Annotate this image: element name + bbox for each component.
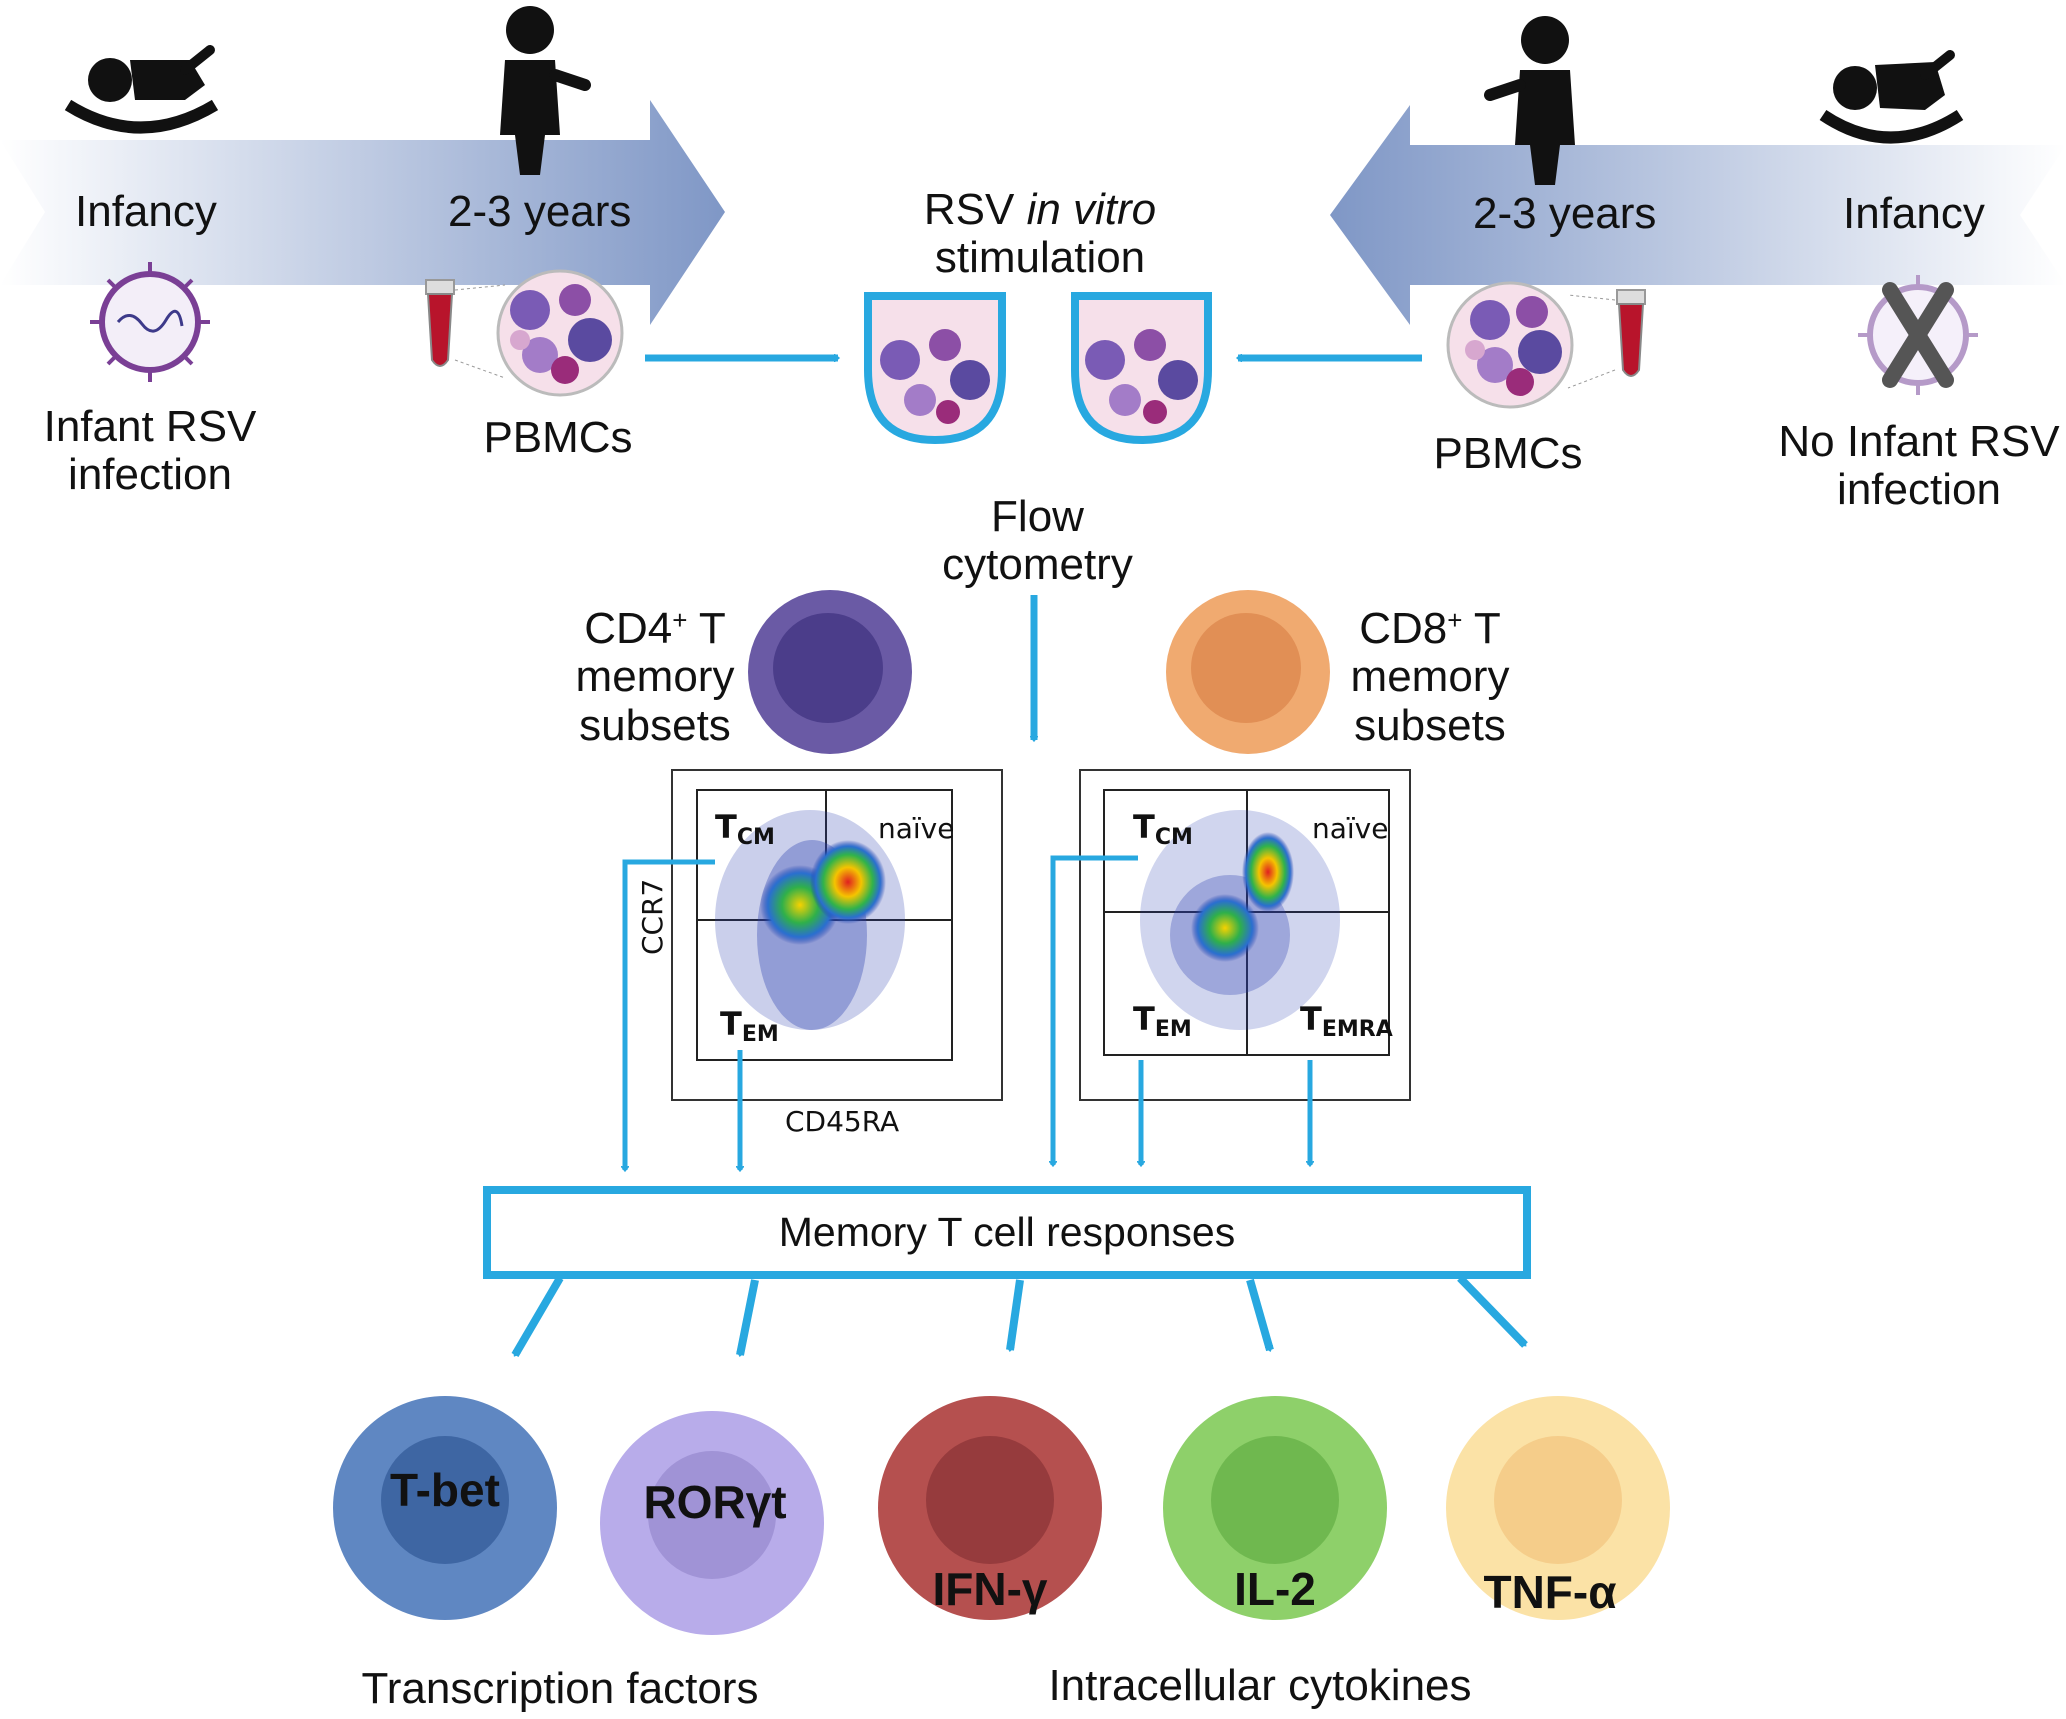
cd4-label: CD4+ T memory subsets — [575, 604, 735, 750]
outcome-cell-ifng — [878, 1396, 1102, 1620]
outcome-cell-il2 — [1163, 1396, 1387, 1620]
infant-rsv-label: Infant RSV infection — [43, 402, 257, 500]
cd8-cell-icon — [1166, 590, 1330, 754]
outcome-cell-tbet — [333, 1396, 557, 1620]
right-timeline-arrow — [1330, 105, 2066, 325]
gate-tcm-cd8: TCM — [1133, 808, 1193, 850]
gate-naive-cd8: naïve — [1312, 812, 1389, 845]
blood-tube-left-icon — [425, 279, 455, 367]
flow-cytometry-label: Flow cytometry — [942, 492, 1133, 590]
gate-tem-cd8: TEM — [1133, 1000, 1192, 1042]
stimulation-label: RSV in vitro stimulation — [923, 185, 1157, 283]
cd8-label: CD8+ T memory subsets — [1350, 604, 1510, 750]
axis-ccr7: CCR7 — [636, 878, 669, 955]
flow-plot-cd8 — [1079, 769, 1411, 1101]
pbmc-sample-right-icon — [1446, 281, 1616, 409]
right-end-label: Infancy — [1843, 189, 1985, 238]
arrow-tcm-cd4 — [625, 859, 715, 1170]
blood-tube-right-icon — [1616, 289, 1646, 377]
pbmc-left-label: PBMCs — [483, 413, 633, 462]
rsv-virus-icon — [90, 262, 210, 382]
left-end-label: 2-3 years — [448, 187, 632, 236]
group-intracellular-cytokines: Intracellular cytokines — [1048, 1661, 1472, 1710]
flow-plot-cd4 — [671, 769, 1003, 1101]
right-start-label: 2-3 years — [1473, 189, 1657, 238]
stimulation-well-left — [864, 292, 1006, 445]
output-arrows — [511, 1275, 1528, 1355]
outcome-cell-tnfa — [1446, 1396, 1670, 1620]
outcome-label-rorgt: RORγt — [643, 1476, 787, 1528]
memory-responses-label: Memory T cell responses — [778, 1209, 1236, 1255]
gate-tem-cd4: TEM — [720, 1005, 779, 1047]
outcome-label-tnfa: TNF-α — [1483, 1566, 1617, 1618]
outcome-cell-rorgt — [600, 1411, 824, 1635]
outcome-label-il2: IL-2 — [1234, 1563, 1316, 1615]
toddler-icon-right — [1484, 16, 1575, 185]
outcome-label-tbet: T-bet — [390, 1464, 500, 1516]
outcome-cells — [333, 1396, 1670, 1635]
infant-icon-left — [64, 45, 219, 134]
cd4-cell-icon — [748, 590, 912, 754]
toddler-icon-left — [500, 6, 591, 175]
infant-icon-right — [1819, 50, 1964, 144]
pbmc-sample-left-icon — [454, 269, 624, 397]
group-transcription-factors: Transcription factors — [361, 1664, 759, 1713]
stimulation-well-right — [1071, 292, 1212, 445]
no-infant-rsv-label: No Infant RSV infection — [1778, 417, 2060, 515]
left-start-label: Infancy — [75, 187, 217, 236]
gate-naive-cd4: naïve — [878, 812, 955, 845]
gate-tcm-cd4: TCM — [715, 808, 775, 850]
axis-cd45ra: CD45RA — [785, 1105, 900, 1138]
left-timeline-arrow — [0, 100, 725, 325]
gate-temra-cd8: TEMRA — [1300, 1000, 1393, 1042]
outcome-label-ifng: IFN-γ — [932, 1563, 1048, 1615]
memory-responses-box — [483, 1186, 1531, 1279]
no-rsv-virus-icon — [1858, 275, 1978, 395]
arrow-tcm-cd8 — [1053, 855, 1138, 1165]
pbmc-right-label: PBMCs — [1433, 429, 1583, 478]
